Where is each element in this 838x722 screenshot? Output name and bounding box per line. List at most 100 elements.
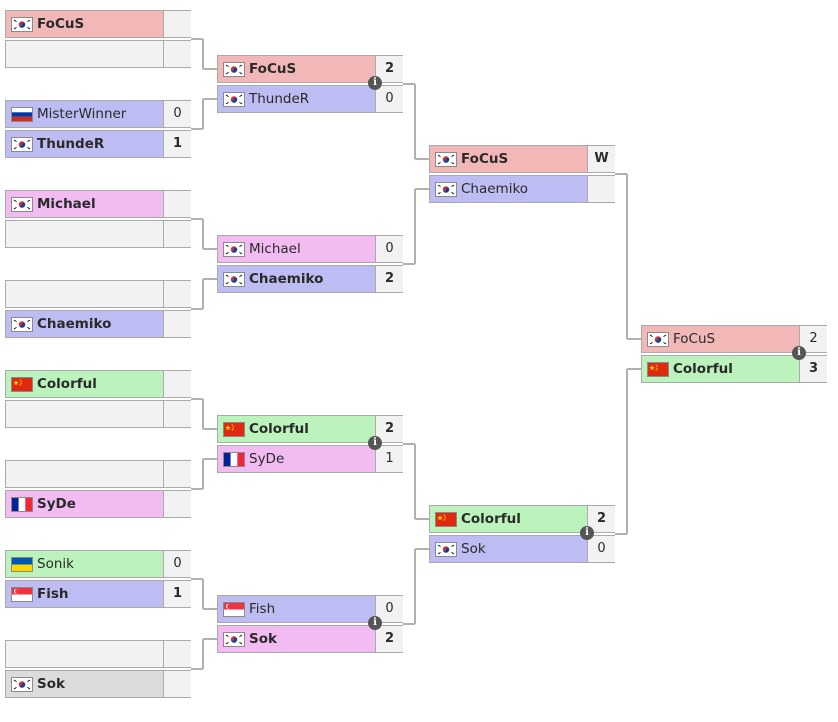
player-name-cell [6,281,163,307]
empty-player-slot[interactable] [5,640,191,668]
china-flag-icon [223,422,245,437]
player-score: 1 [375,446,403,472]
player-name-cell: Michael [6,191,163,217]
player-name: SyDe [37,496,76,512]
match-info-icon[interactable]: i [368,436,382,450]
player-slot-misterwinner[interactable]: MisterWinner 0 [5,100,191,128]
south-korea-flag-icon [11,197,33,212]
player-slot-focus[interactable]: FoCuS [5,10,191,38]
player-name: Michael [249,241,301,257]
player-name: Chaemiko [461,181,529,197]
player-name-cell: Sok [430,536,587,562]
empty-player-slot[interactable] [5,40,191,68]
player-slot-sok[interactable]: Sok 2 [217,625,403,653]
player-name: Sok [249,631,277,647]
player-score [163,11,191,37]
player-slot-colorful[interactable]: Colorful [5,370,191,398]
ukraine-flag-icon [11,557,33,572]
player-name: ThundeR [37,136,105,152]
player-name-cell: FoCuS [6,11,163,37]
empty-player-slot[interactable] [5,220,191,248]
south-korea-flag-icon [435,182,457,197]
player-name-cell: Michael [218,236,375,262]
south-korea-flag-icon [11,17,33,32]
player-slot-sok[interactable]: Sok [5,670,191,698]
player-name: SyDe [249,451,285,467]
player-score: 2 [375,266,403,292]
player-name-cell: MisterWinner [6,101,163,127]
player-slot-michael[interactable]: Michael 0 [217,235,403,263]
player-score [163,491,191,517]
france-flag-icon [223,452,245,467]
player-name: Chaemiko [249,271,324,287]
match-info-icon[interactable]: i [368,616,382,630]
china-flag-icon [435,512,457,527]
player-name: Colorful [249,421,309,437]
player-name-cell: Chaemiko [6,311,163,337]
player-name: FoCuS [673,331,716,347]
player-name: Chaemiko [37,316,112,332]
player-name-cell: ThundeR [6,131,163,157]
player-score: 0 [587,536,615,562]
south-korea-flag-icon [223,62,245,77]
player-slot-syde[interactable]: SyDe [5,490,191,518]
singapore-flag-icon [11,587,33,602]
player-name-cell [6,641,163,667]
player-score: 0 [163,101,191,127]
player-slot-chaemiko[interactable]: Chaemiko 2 [217,265,403,293]
russia-flag-icon [11,107,33,122]
player-name: FoCuS [37,16,85,32]
player-name: MisterWinner [37,106,127,122]
match-info-icon[interactable]: i [792,346,806,360]
match-info-icon[interactable]: i [368,76,382,90]
player-score [163,641,191,667]
player-name-cell: SyDe [218,446,375,472]
match-info-icon[interactable]: i [580,526,594,540]
player-slot-chaemiko[interactable]: Chaemiko [429,175,615,203]
player-name-cell: SyDe [6,491,163,517]
south-korea-flag-icon [11,317,33,332]
player-name-cell: Colorful [642,356,799,382]
player-score: 2 [375,56,403,82]
player-slot-thunder[interactable]: ThundeR 1 [5,130,191,158]
player-name-cell: Chaemiko [218,266,375,292]
player-slot-chaemiko[interactable]: Chaemiko [5,310,191,338]
empty-player-slot[interactable] [5,460,191,488]
player-name: Sok [37,676,65,692]
player-score [163,221,191,247]
empty-player-slot[interactable] [5,400,191,428]
player-score: 2 [375,626,403,652]
south-korea-flag-icon [435,542,457,557]
player-score: 0 [375,236,403,262]
singapore-flag-icon [223,602,245,617]
player-score: 3 [799,356,827,382]
player-score [163,401,191,427]
player-name-cell [6,41,163,67]
player-score [587,176,615,202]
south-korea-flag-icon [223,272,245,287]
player-score [163,371,191,397]
player-name: Fish [249,601,276,617]
player-score: 1 [163,581,191,607]
player-score: 1 [163,131,191,157]
china-flag-icon [647,362,669,377]
player-name-cell: Fish [218,596,375,622]
empty-player-slot[interactable] [5,280,191,308]
player-name-cell: Sok [6,671,163,697]
south-korea-flag-icon [647,332,669,347]
player-slot-michael[interactable]: Michael [5,190,191,218]
player-name-cell [6,461,163,487]
player-name-cell: Chaemiko [430,176,587,202]
player-name-cell: Colorful [218,416,375,442]
south-korea-flag-icon [11,677,33,692]
player-name-cell: Colorful [430,506,587,532]
player-name-cell [6,401,163,427]
